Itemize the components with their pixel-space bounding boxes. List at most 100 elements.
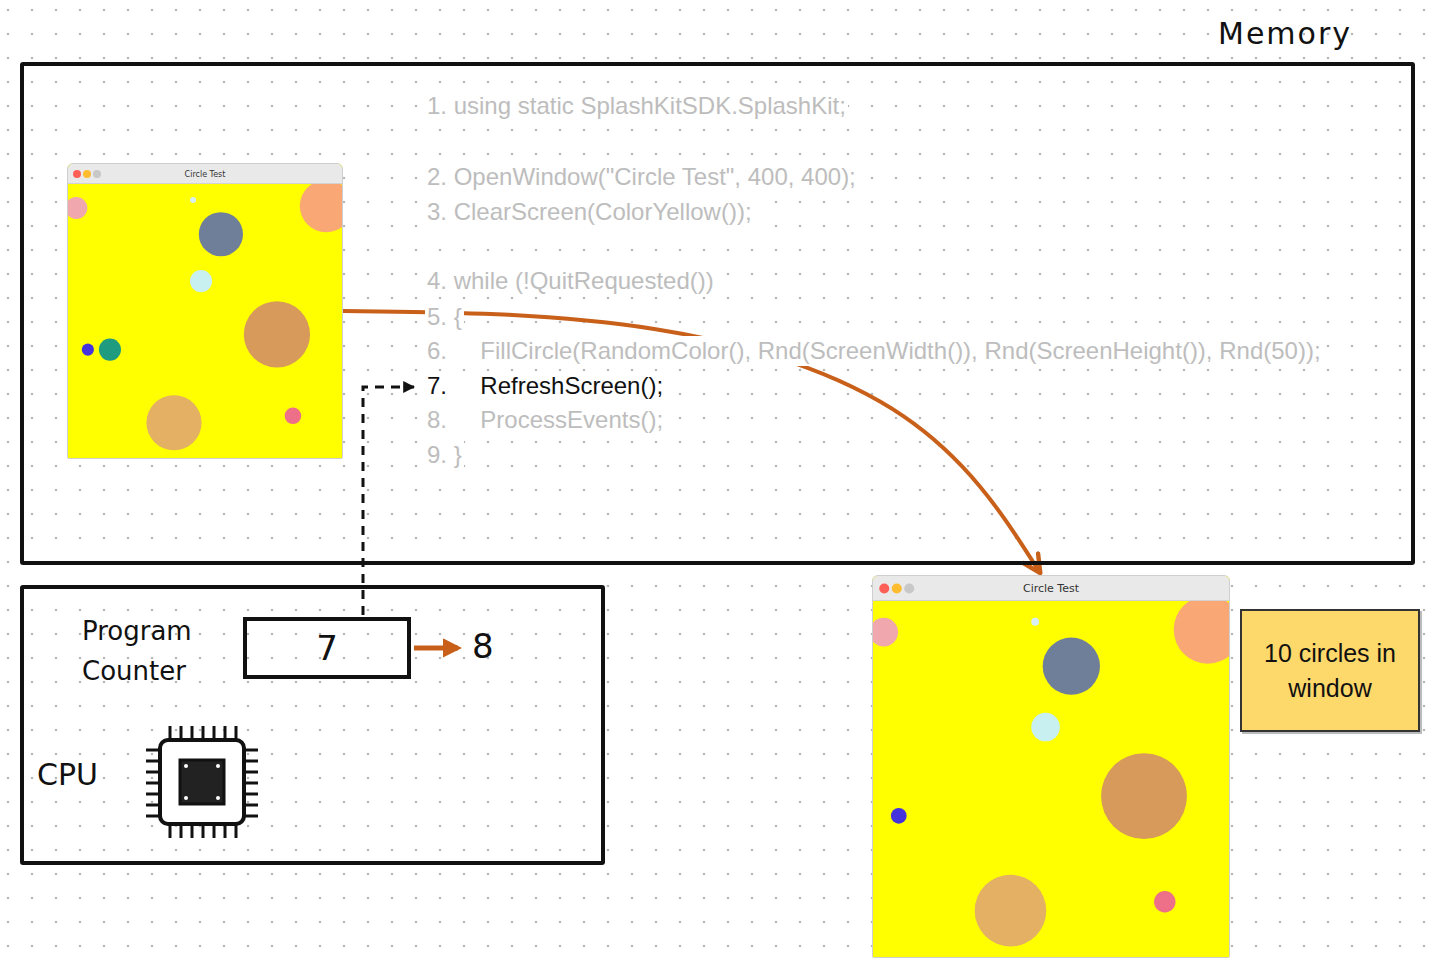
drawn-circle bbox=[1031, 713, 1060, 742]
register-value: 7 bbox=[316, 628, 338, 668]
note-box: 10 circles in window bbox=[1240, 609, 1420, 732]
note-text: 10 circles in window bbox=[1252, 636, 1408, 706]
code-line-holder: 8. ProcessEvents(); bbox=[425, 405, 665, 435]
window-button bbox=[879, 584, 889, 594]
chip-dot bbox=[216, 796, 220, 800]
code-line: 4. while (!QuitRequested()) bbox=[425, 266, 716, 296]
drawn-circle bbox=[146, 395, 201, 450]
drawn-circle bbox=[285, 408, 302, 425]
window-title-bar: Circle Test bbox=[873, 576, 1229, 601]
drawn-circle bbox=[1174, 601, 1230, 664]
chip-pin bbox=[202, 726, 205, 740]
chip-pin bbox=[213, 726, 216, 740]
drawn-circle bbox=[1154, 891, 1175, 912]
next-counter-value: 8 bbox=[472, 626, 494, 666]
memory-box: MemoryCircle Test bbox=[20, 62, 1415, 565]
drawn-circle bbox=[82, 344, 94, 356]
window-title: Circle Test bbox=[1023, 582, 1079, 595]
drawn-circle bbox=[975, 875, 1047, 947]
chip-pin bbox=[146, 782, 160, 785]
memory-heading: Memory bbox=[1218, 16, 1352, 51]
code-line-holder: 9. } bbox=[425, 440, 464, 470]
canvas-background bbox=[68, 184, 343, 459]
drawn-circle bbox=[68, 197, 87, 219]
chip-pin bbox=[169, 726, 172, 740]
window-buttons bbox=[873, 576, 923, 601]
window-canvas bbox=[68, 184, 343, 459]
chip-pin bbox=[146, 804, 160, 807]
drawn-circle bbox=[1101, 753, 1187, 839]
chip-pin bbox=[146, 749, 160, 752]
window-button bbox=[73, 170, 81, 178]
code-line-holder: 4. while (!QuitRequested()) bbox=[425, 266, 716, 296]
window-button bbox=[892, 584, 902, 594]
code-line: 5. { bbox=[425, 302, 464, 332]
code-line: 6. FillCircle(RandomColor(), Rnd(ScreenW… bbox=[425, 336, 1323, 366]
window-title-bar: Circle Test bbox=[68, 164, 342, 184]
register-name-holder: Program Counter bbox=[82, 611, 242, 691]
code-line: 1. using static SplashKitSDK.SplashKit; bbox=[425, 91, 848, 121]
code-line-holder: 2. OpenWindow("Circle Test", 400, 400); bbox=[425, 162, 858, 192]
window-button bbox=[904, 584, 914, 594]
chip-pin bbox=[235, 824, 238, 838]
code-line-holder: 5. { bbox=[425, 302, 464, 332]
chip-dot bbox=[184, 796, 188, 800]
window-button bbox=[93, 170, 101, 178]
chip-pin bbox=[235, 726, 238, 740]
drawn-circle bbox=[1031, 618, 1039, 626]
chip-pin bbox=[146, 760, 160, 763]
chip-dot bbox=[216, 764, 220, 768]
code-line-holder: 6. FillCircle(RandomColor(), Rnd(ScreenW… bbox=[425, 336, 1323, 366]
chip-pin bbox=[146, 815, 160, 818]
chip-pin bbox=[244, 760, 258, 763]
window-title-holder: Circle Test bbox=[68, 164, 342, 184]
window-buttons bbox=[68, 164, 108, 184]
cpu-chip-icon bbox=[132, 717, 272, 847]
next-counter-value-holder: 8 bbox=[472, 626, 494, 666]
chip-pin bbox=[244, 749, 258, 752]
window-title-holder: Circle Test bbox=[873, 576, 1229, 601]
chip-pin bbox=[202, 824, 205, 838]
drawn-circle bbox=[873, 618, 898, 647]
chip-pin bbox=[244, 793, 258, 796]
code-line: 8. ProcessEvents(); bbox=[425, 405, 665, 435]
drawn-circle bbox=[300, 184, 343, 232]
drawn-circle bbox=[891, 808, 907, 824]
chip-pin bbox=[244, 771, 258, 774]
increment-arrow bbox=[414, 646, 458, 651]
code-line: 2. OpenWindow("Circle Test", 400, 400); bbox=[425, 162, 858, 192]
chip-pin bbox=[180, 726, 183, 740]
chip-pin bbox=[224, 824, 227, 838]
chip-pin bbox=[180, 824, 183, 838]
code-line-holder: 3. ClearScreen(ColorYellow()); bbox=[425, 197, 754, 227]
drawn-circle bbox=[99, 339, 121, 361]
chip-body bbox=[160, 740, 244, 824]
program-window: Circle Test bbox=[67, 163, 343, 459]
chip-pin bbox=[244, 804, 258, 807]
memory-heading-holder: Memory bbox=[1218, 16, 1352, 51]
output-window: Circle Test bbox=[872, 575, 1230, 958]
program-counter-register: 7 bbox=[243, 617, 411, 679]
register-name: Program Counter bbox=[82, 611, 242, 691]
drawn-circle bbox=[199, 212, 243, 256]
chip-pin bbox=[244, 815, 258, 818]
code-line-holder: 7. RefreshScreen(); bbox=[425, 371, 665, 401]
window-button bbox=[83, 170, 91, 178]
drawn-circle bbox=[190, 270, 212, 292]
chip-pin bbox=[244, 782, 258, 785]
window-title: Circle Test bbox=[185, 170, 226, 179]
code-line: 3. ClearScreen(ColorYellow()); bbox=[425, 197, 754, 227]
pointer-dashed-arrow bbox=[363, 387, 414, 615]
code-line: 7. RefreshScreen(); bbox=[425, 371, 665, 401]
chip-pin bbox=[146, 771, 160, 774]
chip-pin bbox=[213, 824, 216, 838]
chip-pin bbox=[191, 726, 194, 740]
chip-pin bbox=[224, 726, 227, 740]
code-line-holder: 1. using static SplashKitSDK.SplashKit; bbox=[425, 91, 848, 121]
chip-die bbox=[180, 760, 224, 804]
chip-pin bbox=[191, 824, 194, 838]
cpu-label-holder: CPU bbox=[37, 757, 98, 792]
